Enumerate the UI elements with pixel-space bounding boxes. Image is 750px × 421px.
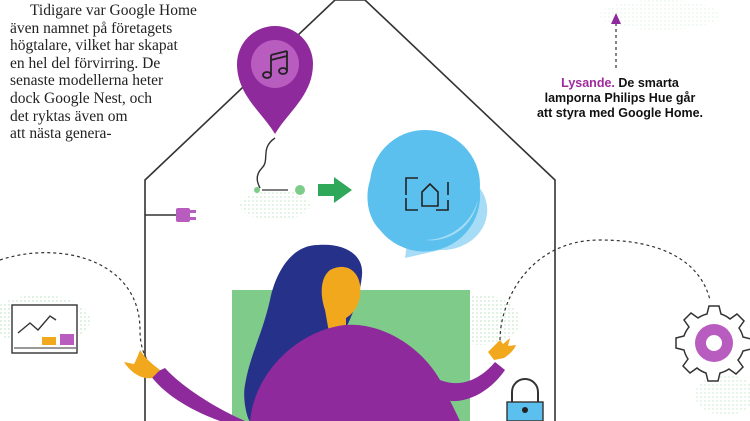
caption-text: De smarta lamporna Philips Hue går att s… [536,76,703,120]
padlock-icon [506,378,544,421]
arrow-up-icon [611,13,621,24]
texture-spot [695,375,750,415]
dashed-line-right [499,239,711,341]
article-line: Tidigare var Google Home [30,2,197,19]
caption-highlight: Lysande. [561,76,615,90]
texture-spot [240,190,310,220]
article-text: Tidigare var Google Home även namnet på … [10,2,225,143]
texture-spot [600,0,720,30]
article-line: att nästa genera- [10,125,112,143]
article-line: senaste modellerna heter [10,72,164,90]
dot [254,187,260,193]
gear-icon [675,305,750,382]
music-note-icon [262,50,288,79]
home-bubble [367,130,488,258]
music-pin [237,26,313,134]
dashed-line-left [0,252,166,379]
dot [295,185,305,195]
home-icon [405,177,449,211]
house-outline [144,0,556,421]
article-line: även namnet på företagets [10,19,173,37]
woman-figure [124,244,516,421]
power-plug-icon [145,208,196,222]
article-line: en hel del förvirring. De [10,54,161,72]
chart-icon [11,304,78,354]
wire [256,137,276,189]
arrow-right-icon [318,177,352,203]
article-line: dock Google Nest, och [10,89,153,107]
article-line: det ryktas även om [10,107,128,125]
article-line: högtalare, vilket har skapat [10,37,178,55]
image-caption: Lysande. De smarta lamporna Philips Hue … [536,76,704,121]
